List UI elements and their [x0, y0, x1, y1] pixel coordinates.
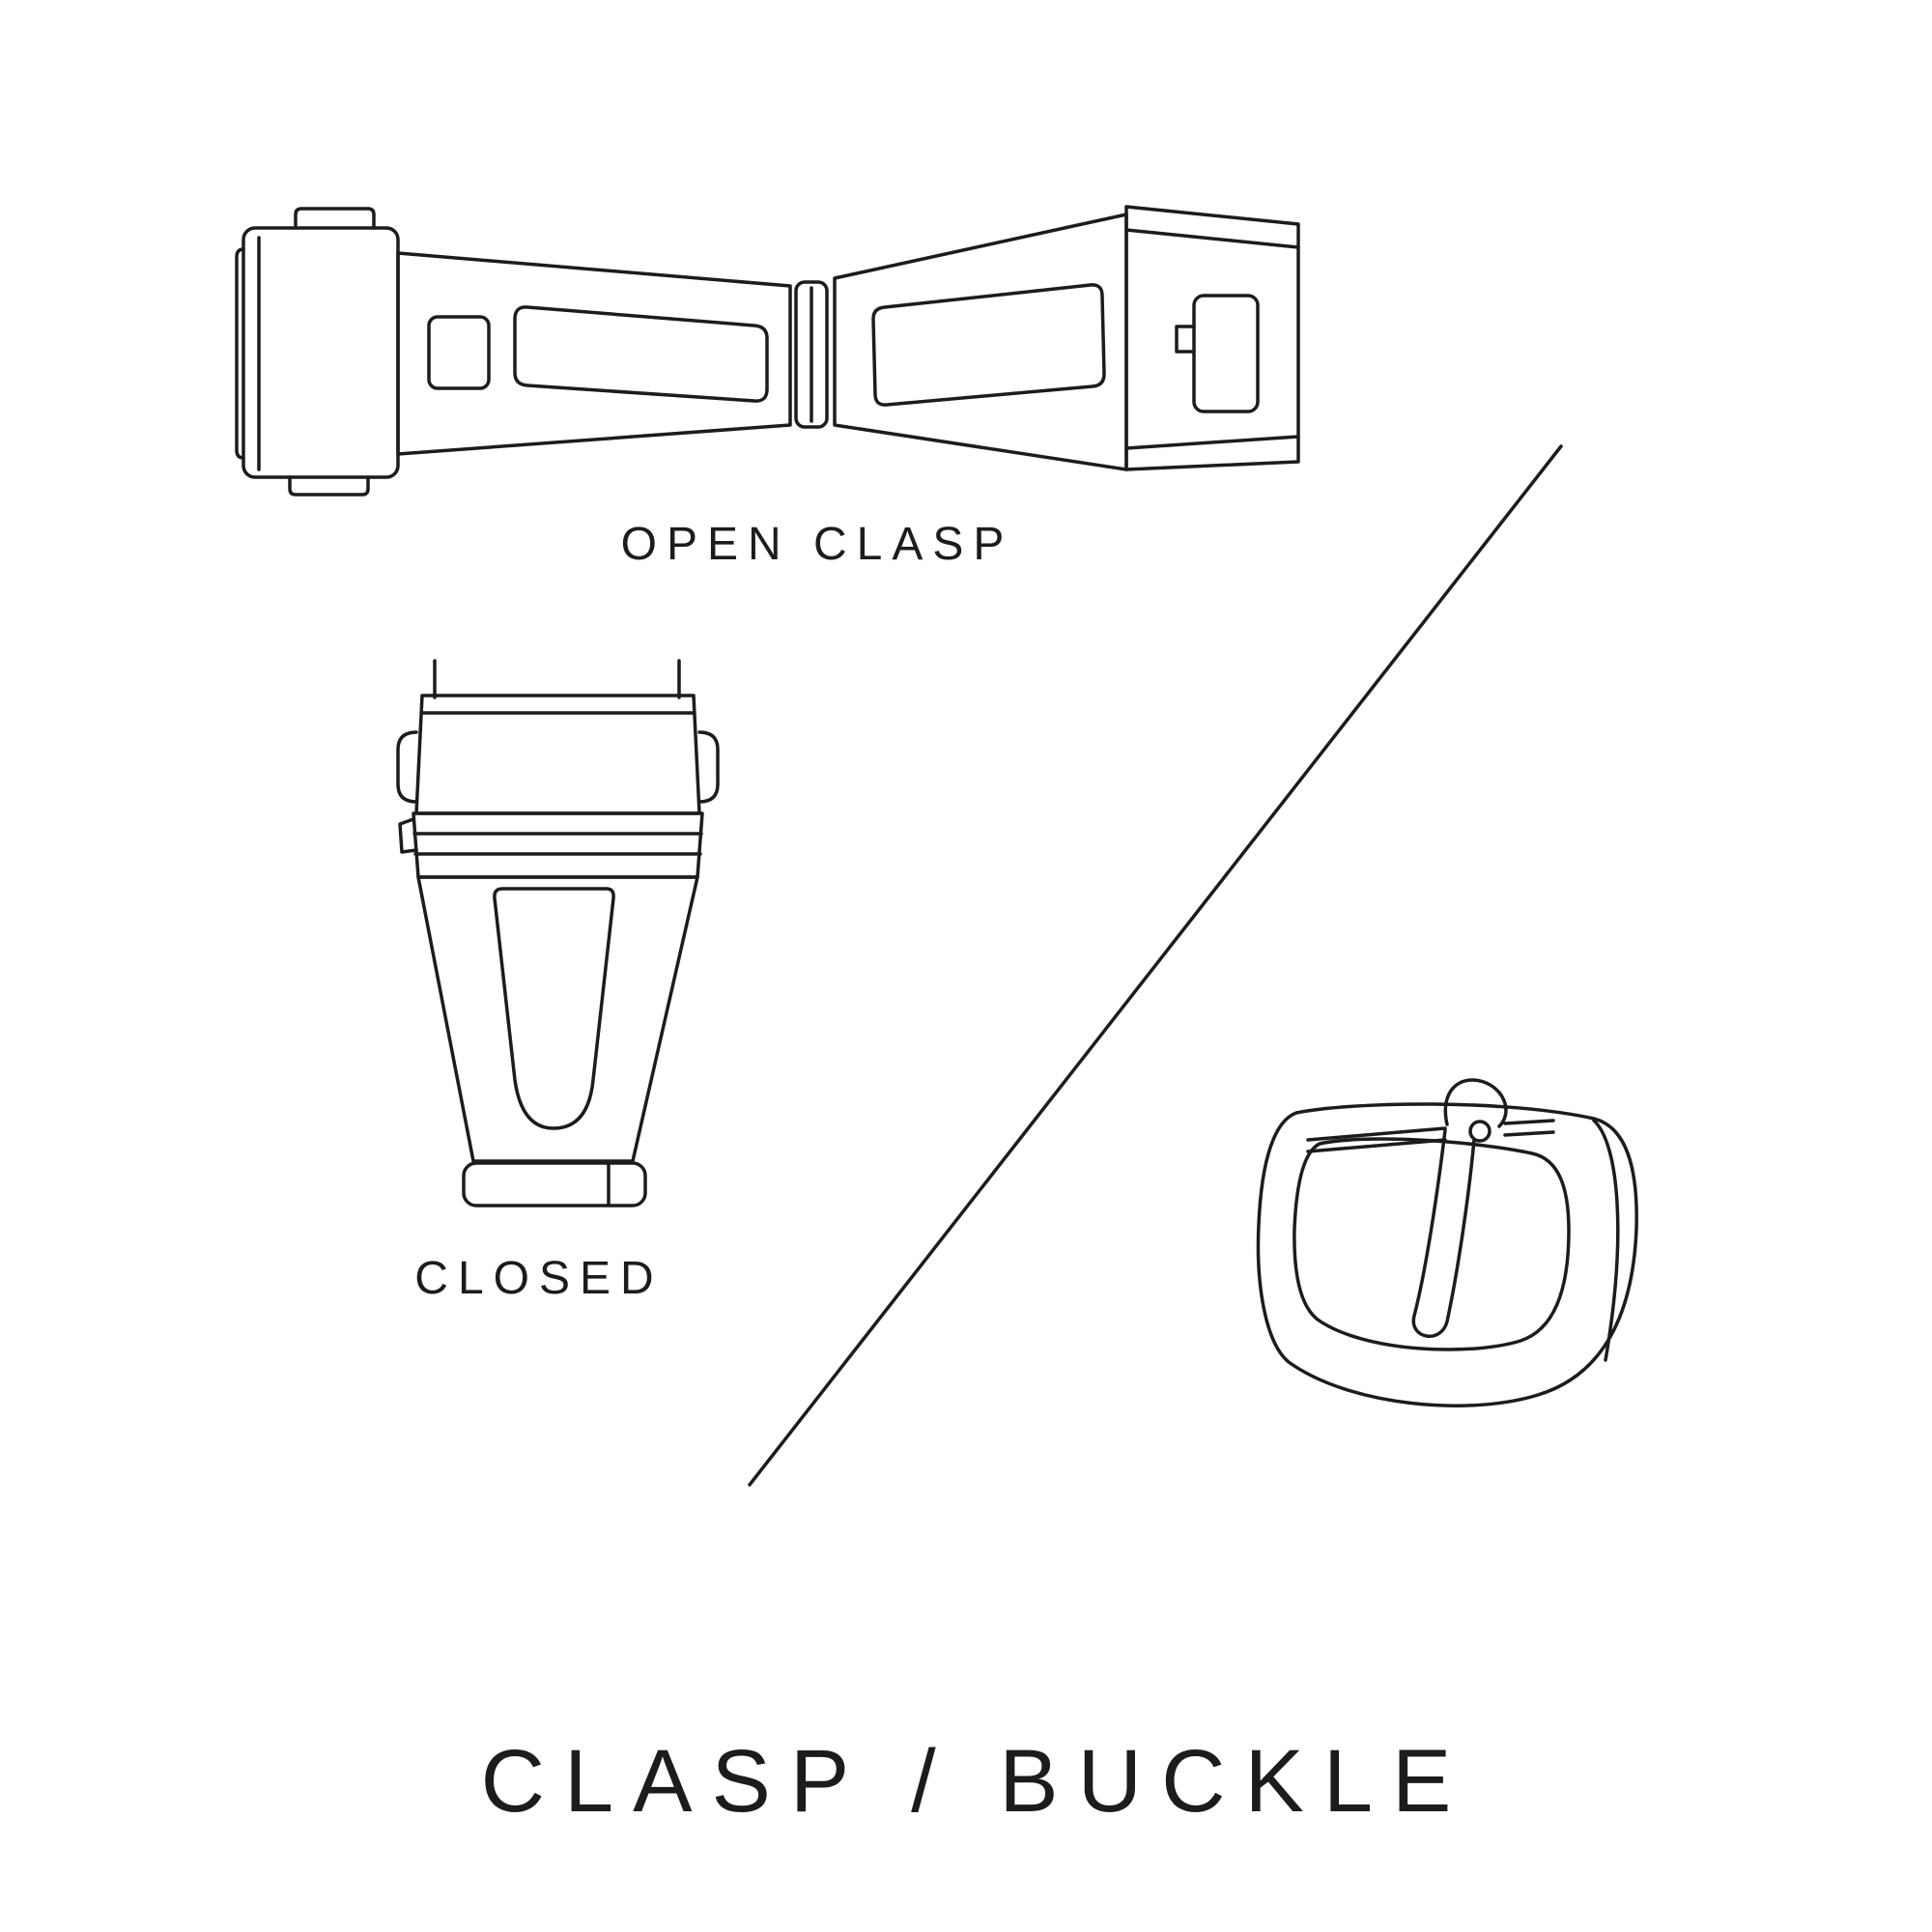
tang-buckle-illustration — [1256, 1078, 1638, 1407]
open-clasp-right-block-topline — [1124, 228, 1300, 249]
open-clasp-left-pusher — [242, 226, 400, 479]
buckle-pin-left-top — [1306, 1126, 1447, 1142]
open-clasp-left-inset — [513, 305, 769, 403]
divider-line — [748, 444, 1563, 1487]
open-clasp-illustration — [235, 205, 1300, 497]
buckle-pin-left-bottom — [1306, 1138, 1447, 1153]
closed-clasp-body — [416, 875, 699, 1163]
closed-clasp-right-ear — [697, 730, 720, 804]
open-clasp-right-inset — [871, 283, 1106, 407]
closed-clasp-label: CLOSED — [414, 1253, 664, 1304]
closed-clasp-band-flap — [398, 817, 418, 854]
buckle-outer-frame — [1256, 1102, 1638, 1407]
open-clasp-right-cutout-notch — [1175, 325, 1196, 354]
open-clasp-right-block-bottomline — [1124, 435, 1300, 450]
buckle-pin-right-top — [1503, 1119, 1555, 1125]
open-clasp-right-arm — [833, 213, 1128, 471]
closed-clasp-band — [412, 811, 704, 879]
buckle-prong-hook — [1443, 1078, 1508, 1128]
closed-clasp-illustration — [396, 659, 720, 1208]
divider — [748, 444, 1563, 1487]
open-clasp-label: OPEN CLASP — [620, 519, 1014, 570]
buckle-pin-right-bottom — [1503, 1130, 1555, 1137]
open-clasp-right-cutout — [1192, 294, 1260, 413]
buckle-pin-loop — [1468, 1120, 1492, 1143]
open-clasp-left-pusher-side — [235, 247, 245, 460]
closed-clasp-body-slot — [493, 887, 615, 1130]
buckle-prong-body — [1411, 1128, 1476, 1338]
buckle-inner-opening — [1293, 1137, 1571, 1351]
open-clasp-top-tab — [294, 207, 376, 230]
closed-clasp-left-ear — [396, 730, 418, 804]
buckle-right-depth-line — [1592, 1119, 1620, 1362]
open-clasp-bottom-tab — [288, 475, 370, 497]
closed-clasp-foot — [462, 1161, 647, 1208]
open-clasp-left-notch — [427, 315, 491, 390]
page-title: CLASP / BUCKLE — [480, 1732, 1471, 1831]
open-clasp-left-arm — [396, 251, 792, 456]
open-clasp-hinge — [794, 280, 829, 429]
open-clasp-right-block — [1124, 205, 1300, 471]
